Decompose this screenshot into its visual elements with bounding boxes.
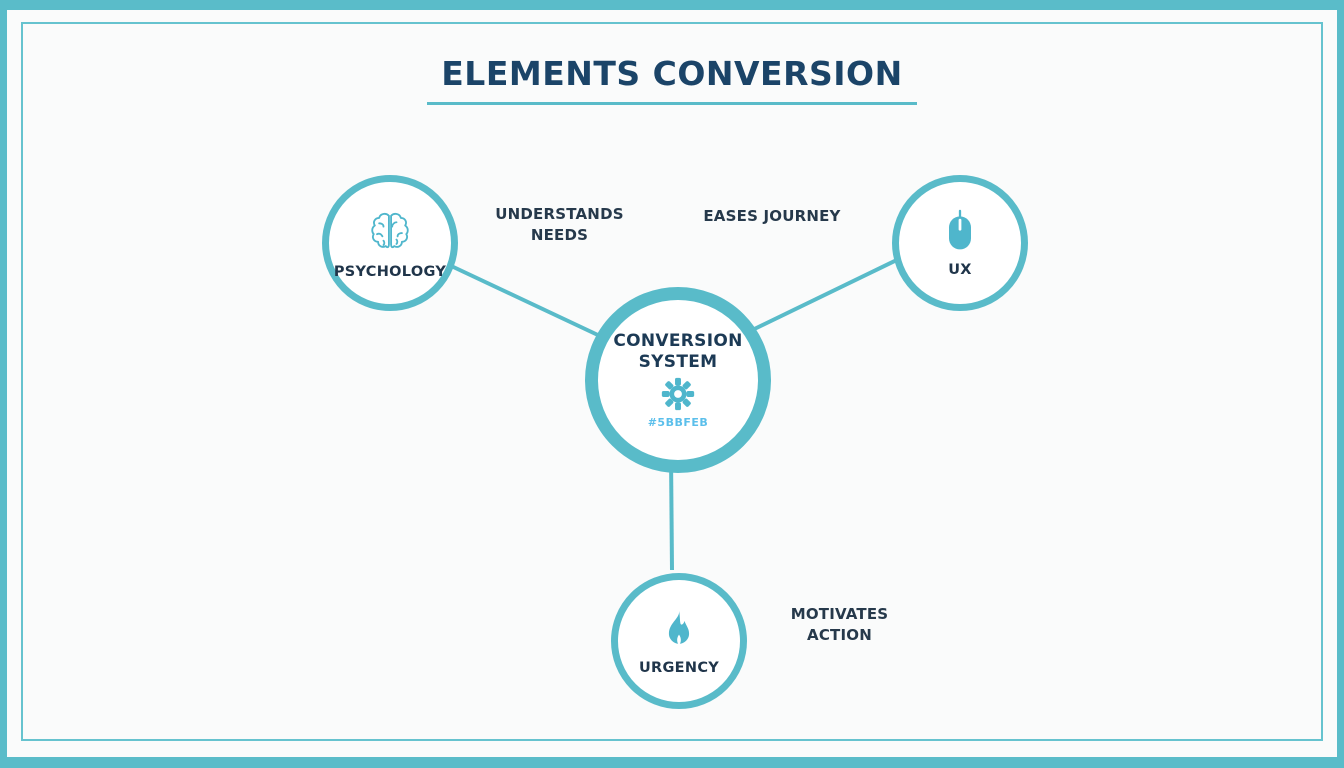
header: ELEMENTS CONVERSION (7, 54, 1337, 105)
connector-urgency (669, 454, 674, 571)
edge-label-understands-needs: UNDERSTANDS NEEDS (495, 205, 624, 245)
flame-icon (657, 607, 701, 657)
node-psychology-label: PSYCHOLOGY (333, 263, 447, 280)
node-ux-label: UX (948, 261, 972, 278)
connector-lines (429, 254, 906, 571)
node-conversion-system-label: CONVERSION SYSTEM (613, 330, 743, 372)
edge-label-eases-journey: EASES JOURNEY (703, 207, 841, 225)
node-ux: UX (892, 175, 1028, 311)
gear-icon (661, 377, 695, 415)
node-psychology: PSYCHOLOGY (322, 175, 458, 311)
mouse-icon (938, 209, 982, 259)
connector-ux (741, 254, 906, 337)
brain-icon (364, 207, 416, 261)
diagram-canvas: ELEMENTS CONVERSION PSYCHOLOGY UX (7, 10, 1337, 757)
node-urgency: URGENCY (611, 573, 747, 709)
edge-label-motivates-action: MOTIVATES ACTION (790, 605, 889, 645)
node-urgency-label: URGENCY (638, 659, 720, 676)
node-conversion-system: CONVERSION SYSTEM #5BBFEB (585, 287, 771, 473)
center-hex-code: #5BBFEB (647, 416, 709, 430)
page-title: ELEMENTS CONVERSION (427, 54, 917, 105)
connector-psychology (429, 254, 601, 338)
